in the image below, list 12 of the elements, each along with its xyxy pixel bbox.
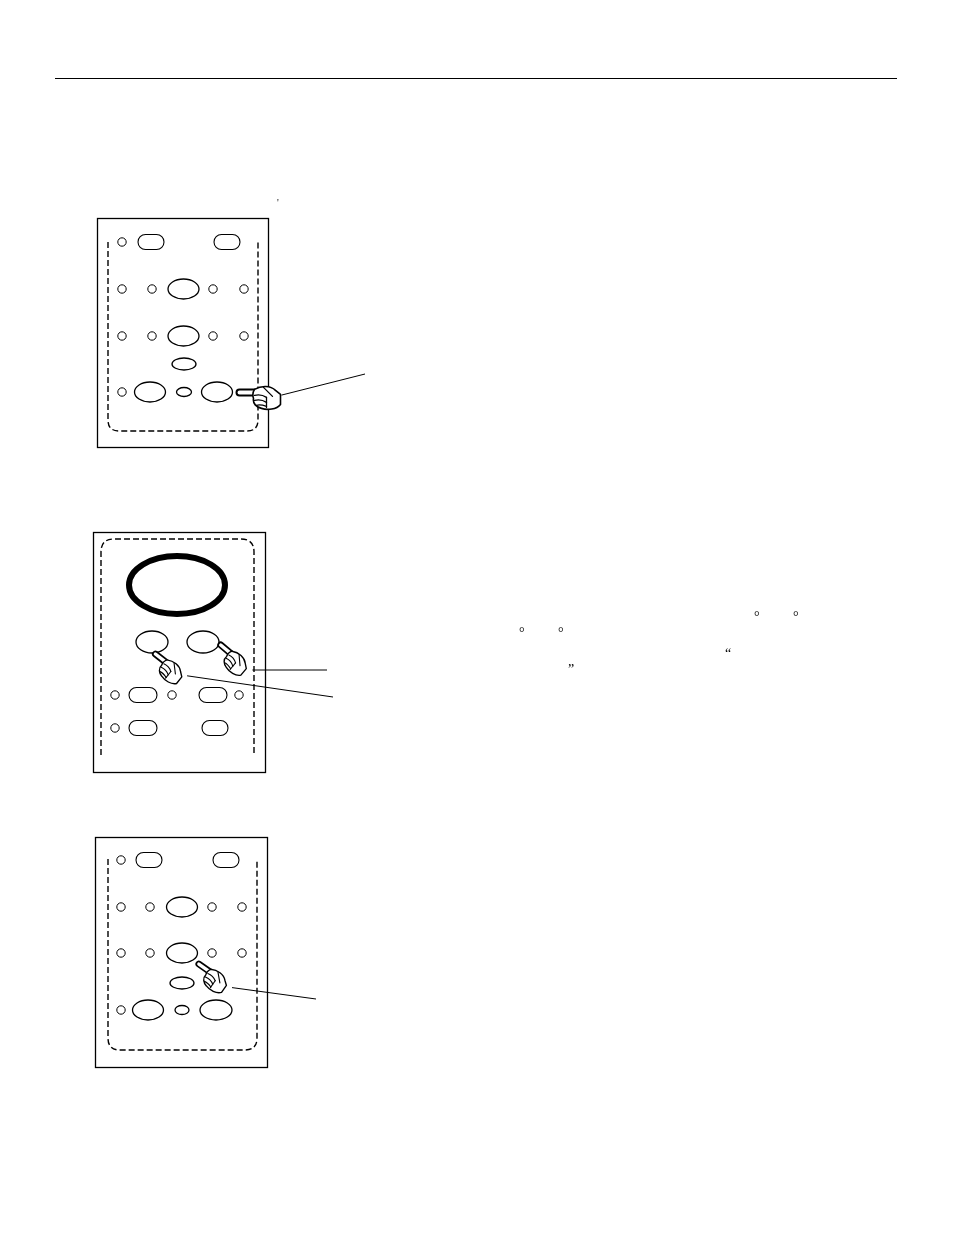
leader-line	[231, 987, 317, 1000]
leader-line	[251, 669, 328, 671]
leader-line	[281, 373, 366, 396]
leader-line	[186, 675, 334, 698]
punctuation-mark: °	[558, 626, 564, 640]
punctuation-mark: '	[277, 198, 279, 208]
punctuation-mark: °	[519, 626, 525, 640]
punctuation-mark: ”	[568, 663, 575, 677]
pointing-hand-icon	[234, 384, 282, 411]
punctuation-mark: °	[754, 610, 760, 624]
punctuation-mark: °	[793, 610, 799, 624]
punctuation-mark: “	[725, 647, 732, 661]
